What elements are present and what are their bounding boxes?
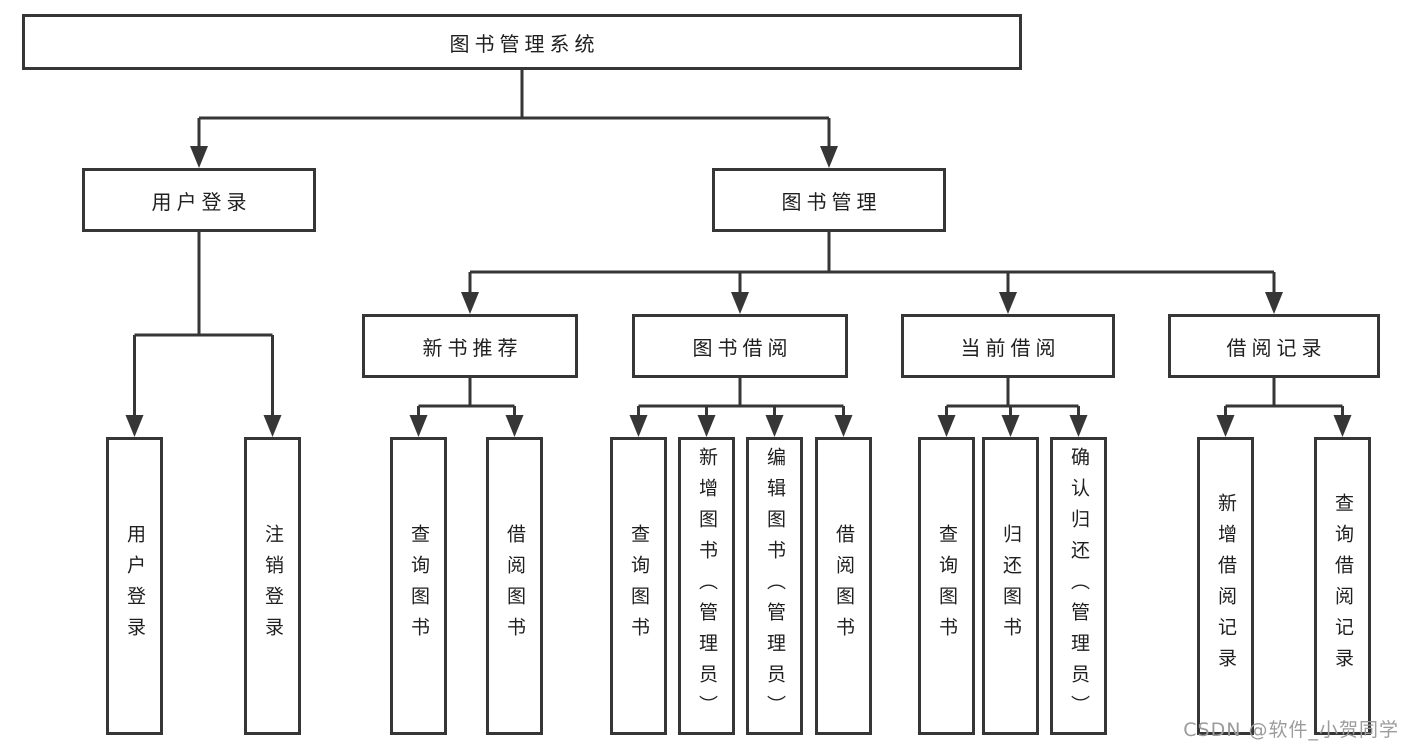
leaf-query-books-current: 查询图书 [918, 437, 975, 735]
node-book-borrowing: 图书借阅 [632, 314, 848, 378]
leaf-borrow-books-recommend: 借阅图书 [486, 437, 543, 735]
leaf-add-borrow-record: 新增借阅记录 [1197, 437, 1254, 735]
leaf-user-login-label: 用户登录 [124, 524, 146, 648]
leaf-return-books-label: 归还图书 [1000, 524, 1022, 648]
leaf-confirm-return-admin: 确认归还（管理员） [1050, 437, 1107, 735]
leaf-edit-book-admin: 编辑图书（管理员） [746, 437, 803, 735]
node-book-management: 图书管理 [712, 168, 946, 232]
leaf-query-books-borrowing-label: 查询图书 [628, 524, 650, 648]
leaf-add-book-admin: 新增图书（管理员） [678, 437, 735, 735]
leaf-edit-book-admin-label: 编辑图书（管理员） [764, 446, 786, 726]
leaf-borrow-books-borrowing: 借阅图书 [815, 437, 872, 735]
leaf-borrow-books-recommend-label: 借阅图书 [504, 524, 526, 648]
leaf-query-books-recommend-label: 查询图书 [408, 524, 430, 648]
leaf-logout-label: 注销登录 [262, 524, 284, 648]
leaf-query-books-recommend: 查询图书 [390, 437, 447, 735]
leaf-query-borrow-record: 查询借阅记录 [1314, 437, 1371, 735]
node-borrowing-records: 借阅记录 [1168, 314, 1380, 378]
leaf-logout: 注销登录 [244, 437, 301, 735]
leaf-query-books-borrowing: 查询图书 [610, 437, 667, 735]
csdn-watermark: CSDN @软件_小贺同学 [1183, 719, 1399, 741]
node-new-book-recommendation: 新书推荐 [362, 314, 578, 378]
leaf-borrow-books-borrowing-label: 借阅图书 [833, 524, 855, 648]
leaf-add-borrow-record-label: 新增借阅记录 [1215, 493, 1237, 679]
arrowheads [125, 146, 1352, 437]
leaf-query-books-current-label: 查询图书 [936, 524, 958, 648]
leaf-add-book-admin-label: 新增图书（管理员） [696, 446, 718, 726]
node-library-management-system: 图书管理系统 [22, 14, 1022, 70]
leaf-return-books: 归还图书 [982, 437, 1039, 735]
node-user-login: 用户登录 [82, 168, 316, 232]
leaf-user-login: 用户登录 [106, 437, 163, 735]
leaf-confirm-return-admin-label: 确认归还（管理员） [1068, 446, 1090, 726]
node-current-borrowing: 当前借阅 [901, 314, 1115, 378]
leaf-query-borrow-record-label: 查询借阅记录 [1332, 493, 1354, 679]
connector-paths [133, 69, 1344, 419]
